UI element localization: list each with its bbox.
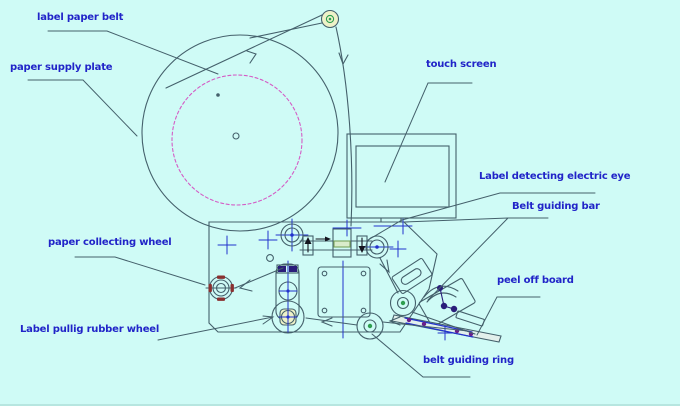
label-paper-collecting-wheel: paper collecting wheel [48, 237, 172, 248]
bracket-arrows [304, 236, 366, 253]
label-paper-supply-plate: paper supply plate [10, 62, 113, 73]
label-paper-belt-path [165, 14, 353, 227]
guide-roller-upper-right [365, 235, 389, 259]
touch-screen-monitor [346, 133, 457, 223]
mounting-sub-plate [317, 266, 371, 318]
belt-guiding-bar-assembly [299, 228, 373, 258]
centerline-marks [217, 218, 413, 339]
paper-supply-plate-roll [141, 34, 339, 232]
top-pulley [320, 9, 340, 29]
label-peel-off-board: peel off board [497, 275, 574, 286]
label-label-pullig-rubber-wheel: Label pullig rubber wheel [20, 324, 160, 335]
label-belt-guiding-bar: Belt guiding bar [512, 201, 600, 212]
label-touch-screen: touch screen [426, 59, 497, 70]
belt-guiding-ring [356, 312, 384, 340]
label-label-paper-belt: label paper belt [37, 12, 124, 23]
guide-roller-lower [389, 289, 417, 317]
label-label-detecting-electric-eye: Label detecting electric eye [479, 171, 631, 182]
label-belt-guiding-ring: belt guiding ring [423, 355, 514, 366]
machine-plate [208, 221, 438, 333]
belt-path-lower [234, 257, 476, 335]
paper-collecting-wheel [205, 275, 237, 301]
leader-lines [27, 30, 596, 378]
guide-roller-upper-left [280, 223, 304, 247]
